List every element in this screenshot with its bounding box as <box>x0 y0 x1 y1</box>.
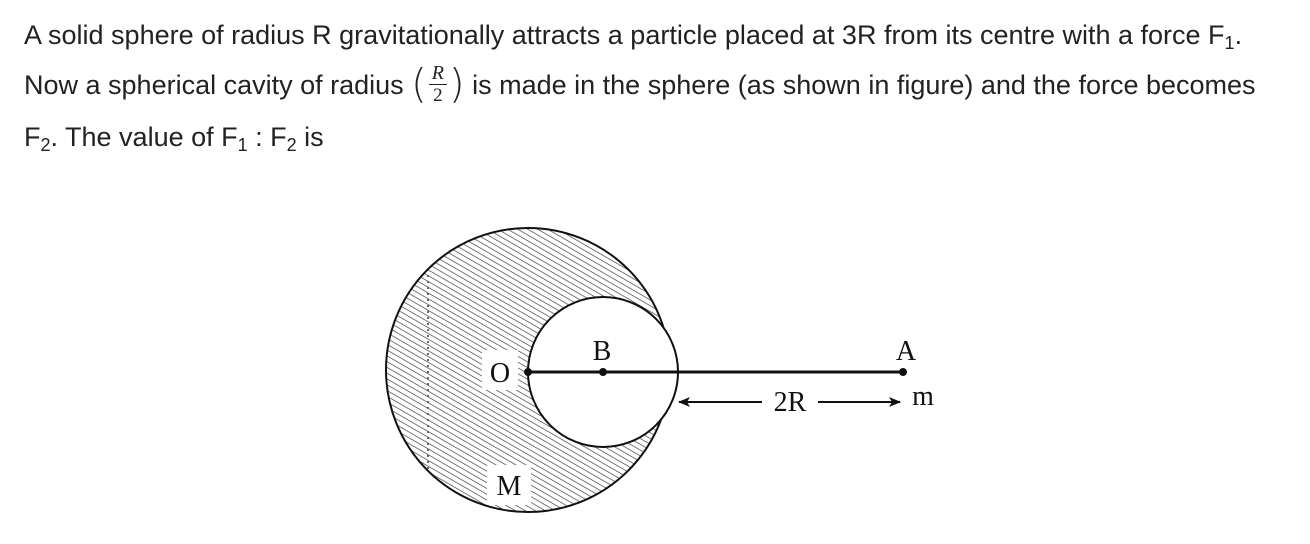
label-mass-m: m <box>912 381 934 412</box>
question-text-part1: A solid sphere of radius R gravitational… <box>24 20 1225 50</box>
label-b: B <box>593 336 612 367</box>
fraction-numerator: R <box>428 63 447 86</box>
fraction-denominator: 2 <box>433 85 443 107</box>
label-sphere-mass-m: M <box>497 471 522 502</box>
question-text: A solid sphere of radius R gravitational… <box>24 10 1294 162</box>
spherical-cavity <box>527 296 679 448</box>
label-o-background <box>482 350 518 390</box>
subscript-f2: 2 <box>40 134 51 155</box>
question-text-part3: is made in the sphere (as shown in figur… <box>24 70 1256 152</box>
label-m-background <box>487 465 531 505</box>
label-o: O <box>490 358 510 389</box>
point-o <box>524 368 532 376</box>
paren-open: ( <box>411 61 427 108</box>
point-b <box>599 368 607 376</box>
point-a <box>899 368 907 376</box>
paren-close: ) <box>449 61 465 108</box>
subscript-f1: 1 <box>1224 33 1235 53</box>
question-text-part4: . The value of F <box>50 121 238 152</box>
subscript-f2-ratio: 2 <box>286 134 297 155</box>
subscript-f1-ratio: 1 <box>237 134 248 155</box>
question-text-part6: is <box>296 121 324 152</box>
question-text-part5: : F <box>247 121 287 152</box>
label-distance-2r: 2R <box>774 387 807 418</box>
label-a: A <box>896 336 917 367</box>
question-text-part2: . Now a spherical cavity of radius <box>24 20 1243 100</box>
solid-sphere <box>385 227 671 513</box>
